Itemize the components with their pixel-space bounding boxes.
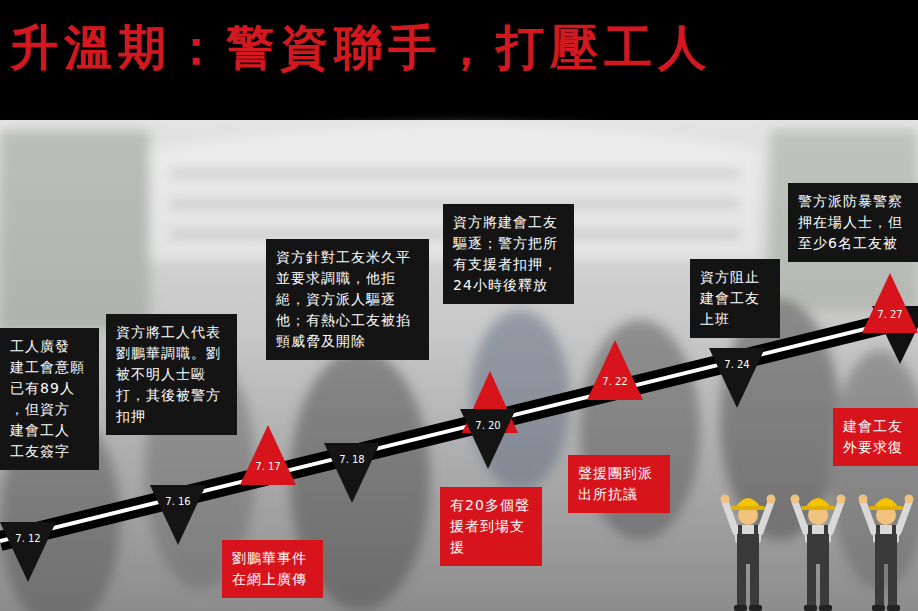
triangle-shape xyxy=(460,409,516,469)
photo-ground xyxy=(0,120,918,611)
triangle-fill xyxy=(862,273,918,333)
title-band xyxy=(0,0,918,120)
triangle-shape xyxy=(240,425,296,485)
date-label: 7. 16 xyxy=(150,496,206,508)
date-label: 7. 20 xyxy=(460,420,516,432)
event-text: 工人廣發 建工會意願 已有89人 ，但資方 建會工人 工友簽字 xyxy=(10,336,89,462)
date-label: 7. 18 xyxy=(324,454,380,466)
event-box: 工人廣發 建工會意願 已有89人 ，但資方 建會工人 工友簽字 xyxy=(0,328,99,470)
event-text: 資方阻止建會工友上班 xyxy=(700,267,770,330)
event-box: 資方將建會工友驅逐；警方把所有支援者扣押，24小時後釋放 xyxy=(443,204,574,304)
date-marker: 7. 17 xyxy=(240,425,296,485)
event-box: 聲援團到派出所抗議 xyxy=(568,455,670,513)
event-text: 有20多個聲援者到場支援 xyxy=(450,495,532,558)
event-text: 劉鵬華事件在網上廣傳 xyxy=(232,548,313,590)
triangle-fill xyxy=(240,425,296,485)
date-marker: 7. 22 xyxy=(587,340,643,400)
date-label: 7. 17 xyxy=(240,461,296,473)
date-marker: 7. 20 xyxy=(460,409,516,469)
triangle-shape xyxy=(150,485,206,545)
photo-crowd xyxy=(0,300,918,611)
event-text: 聲援團到派出所抗議 xyxy=(578,463,660,505)
date-marker: 7. 12 xyxy=(0,522,56,582)
photo-building xyxy=(0,125,918,330)
date-marker: 7. 18 xyxy=(324,443,380,503)
triangle-shape xyxy=(709,348,765,408)
event-box: 有20多個聲援者到場支援 xyxy=(440,487,542,566)
date-label: 7. 22 xyxy=(587,376,643,388)
event-text: 資方將建會工友驅逐；警方把所有支援者扣押，24小時後釋放 xyxy=(453,212,564,296)
triangle-shape xyxy=(0,522,56,582)
triangle-fill xyxy=(324,443,380,503)
event-box: 劉鵬華事件在網上廣傳 xyxy=(222,540,323,598)
triangle-shape xyxy=(587,340,643,400)
title-text: 升溫期：警資聯手，打壓工人 xyxy=(10,18,712,78)
date-marker: 7. 16 xyxy=(150,485,206,545)
event-box: 資方針對工友米久平並要求調職，他拒絕，資方派人驅逐他；有熱心工友被掐頸威脅及開除 xyxy=(266,239,429,360)
triangle-fill xyxy=(587,340,643,400)
event-text: 資方將工人代表劉鵬華調職。劉被不明人士毆打，其後被警方扣押 xyxy=(116,322,227,427)
triangle-fill xyxy=(460,409,516,469)
triangle-fill xyxy=(0,522,56,582)
event-box: 資方阻止建會工友上班 xyxy=(690,259,780,338)
event-box: 警方派防暴警察 押在場人士，但 至少6名工友被 xyxy=(788,183,918,262)
date-label: 7. 27 xyxy=(862,309,918,321)
date-marker: 7. 27 xyxy=(862,273,918,333)
worker-figure xyxy=(721,495,776,611)
triangle-fill xyxy=(709,348,765,408)
triangle-shape xyxy=(862,273,918,333)
triangle-fill xyxy=(150,485,206,545)
triangle-shape xyxy=(324,443,380,503)
worker-figure xyxy=(859,495,914,611)
event-text: 建會工友 外要求復 xyxy=(843,416,908,458)
event-box: 建會工友 外要求復 xyxy=(833,408,918,466)
date-label: 7. 24 xyxy=(709,359,765,371)
worker-figure xyxy=(791,495,846,611)
event-text: 資方針對工友米久平並要求調職，他拒絕，資方派人驅逐他；有熱心工友被掐頸威脅及開除 xyxy=(276,247,419,352)
date-marker: 7. 24 xyxy=(709,348,765,408)
event-text: 警方派防暴警察 押在場人士，但 至少6名工友被 xyxy=(798,191,908,254)
event-box: 資方將工人代表劉鵬華調職。劉被不明人士毆打，其後被警方扣押 xyxy=(106,314,237,435)
date-label: 7. 12 xyxy=(0,533,56,545)
